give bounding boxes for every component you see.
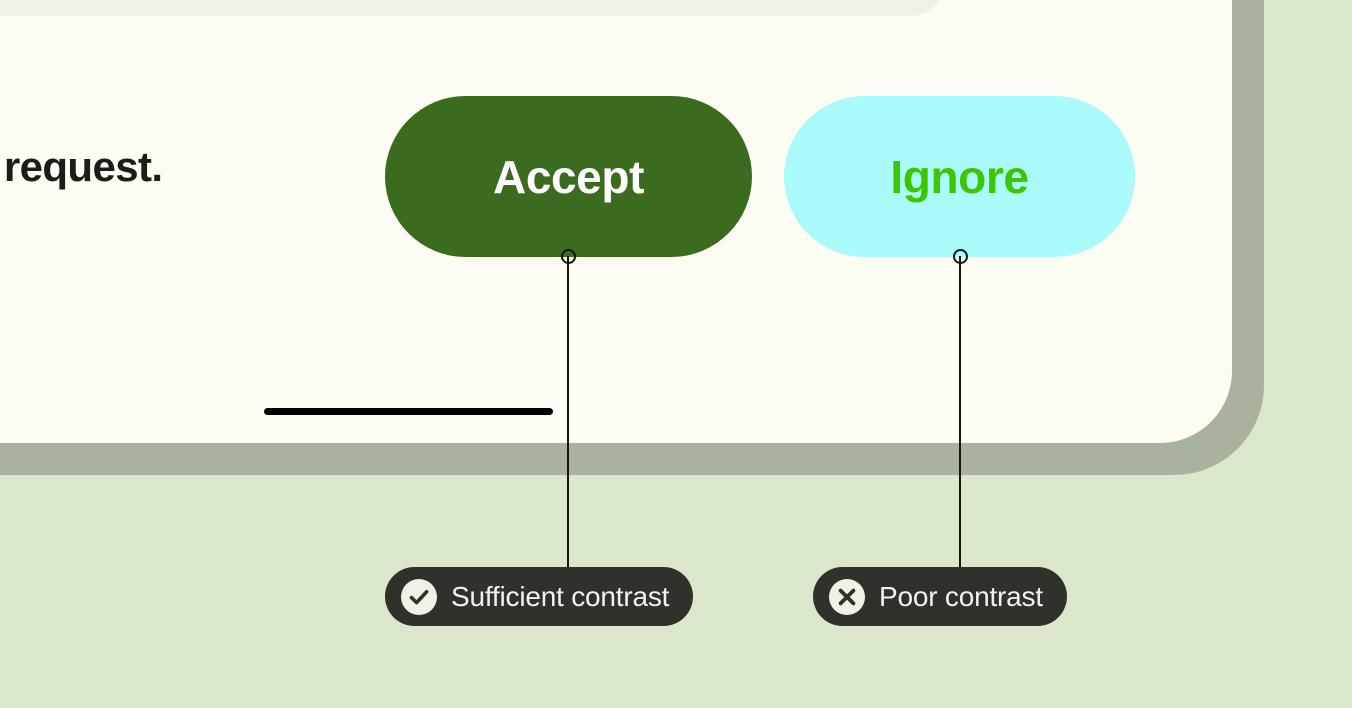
request-text: a request. xyxy=(0,143,163,190)
check-circle-icon xyxy=(401,578,437,615)
annotation-label: Sufficient contrast xyxy=(451,580,670,612)
underline-bar xyxy=(264,408,553,415)
annotation-poor-contrast: Poor contrast xyxy=(813,567,1067,626)
connector-line-accept xyxy=(567,256,569,567)
connector-ring-ignore xyxy=(953,249,968,264)
x-circle-icon xyxy=(829,578,865,615)
panel-actions xyxy=(0,0,946,16)
ignore-button[interactable]: Ignore xyxy=(784,96,1135,257)
connector-line-ignore xyxy=(959,256,961,567)
annotation-sufficient-contrast: Sufficient contrast xyxy=(385,567,694,626)
connector-ring-accept xyxy=(561,249,576,264)
annotation-label: Poor contrast xyxy=(879,580,1043,612)
accept-button[interactable]: Accept xyxy=(385,96,752,257)
